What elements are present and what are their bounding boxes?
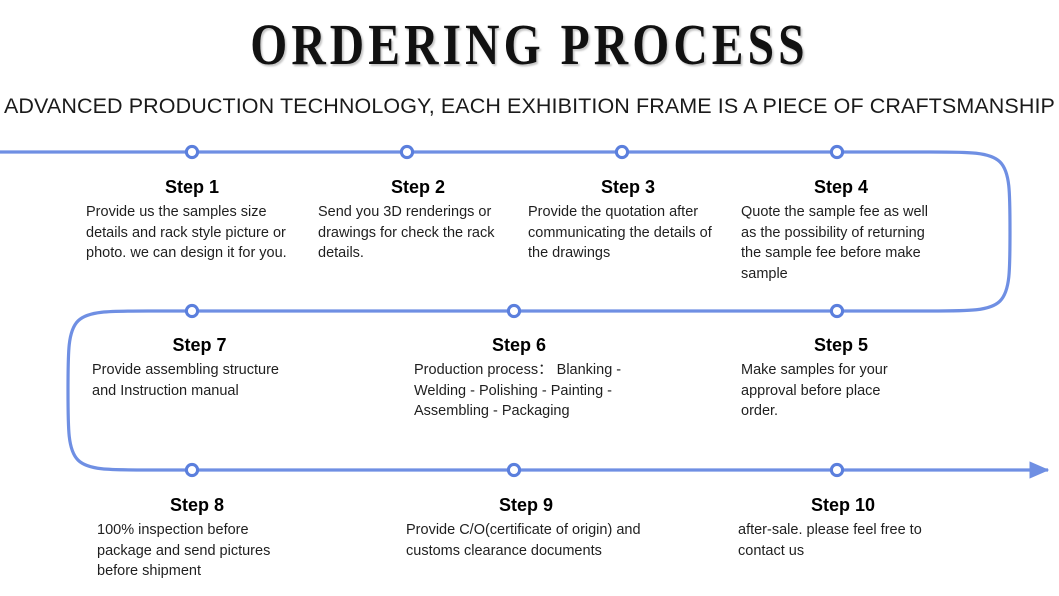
- step-description: 100% inspection before package and send …: [97, 520, 297, 582]
- step-block-step-4: Step 4 Quote the sample fee as well as t…: [741, 176, 941, 284]
- step-title: Step 5: [813, 335, 869, 355]
- page-title: ORDERING PROCESS: [250, 12, 809, 77]
- step-title: Step 7: [172, 335, 227, 355]
- flow-node-step-10[interactable]: [829, 462, 845, 478]
- step-block-step-10: Step 10 after-sale. please feel free to …: [738, 494, 948, 561]
- step-desc-line: Send you 3D renderings or: [318, 204, 492, 220]
- step-desc-line: Provide us the samples size: [86, 204, 267, 220]
- step-block-step-2: Step 2 Send you 3D renderings or drawing…: [318, 176, 518, 264]
- step-desc-line: Welding - Polishing - Painting -: [414, 382, 612, 399]
- step-title: Step 4: [813, 177, 869, 197]
- flow-node-step-9[interactable]: [506, 462, 522, 478]
- step-desc-line: 100% inspection before: [97, 522, 249, 538]
- step-description: Production process： Blanking - Welding -…: [414, 360, 624, 422]
- step-description: Send you 3D renderings or drawings for c…: [318, 202, 518, 264]
- step-desc-line: and Instruction manual: [92, 382, 239, 399]
- step-description: Quote the sample fee as well as the poss…: [741, 202, 941, 284]
- flow-node-step-4[interactable]: [829, 144, 845, 160]
- step-block-step-1: Step 1 Provide us the samples size detai…: [86, 176, 298, 264]
- step-desc-line: communicating the details of: [528, 224, 712, 241]
- step-desc-line: the drawings: [528, 245, 611, 261]
- step-desc-line: before shipment: [97, 563, 201, 579]
- step-desc-line: contact us: [738, 542, 805, 559]
- step-description: Provide C/O(certificate of origin) and c…: [406, 520, 646, 561]
- flow-node-step-8[interactable]: [184, 462, 200, 478]
- step-block-step-5: Step 5 Make samples for your approval be…: [741, 334, 941, 422]
- step-desc-line: order.: [741, 403, 779, 419]
- page-subtitle: ADVANCED PRODUCTION TECHNOLOGY, EACH EXH…: [3, 94, 1056, 118]
- step-description: Provide us the samples size details and …: [86, 202, 298, 264]
- step-description: Make samples for your approval before pl…: [741, 360, 941, 422]
- step-block-step-7: Step 7 Provide assembling structure and …: [92, 334, 307, 401]
- step-title: Step 9: [498, 495, 554, 515]
- step-desc-line: Production process： Blanking -: [414, 362, 622, 378]
- flow-node-step-7[interactable]: [184, 303, 200, 319]
- step-desc-line: Provide assembling structure: [92, 362, 279, 378]
- step-description: Provide assembling structure and Instruc…: [92, 360, 307, 401]
- step-title: Step 2: [390, 177, 446, 197]
- step-title: Step 3: [600, 177, 656, 197]
- step-title: Step 1: [164, 177, 220, 197]
- step-desc-line: Make samples for your: [741, 362, 888, 378]
- flow-node-step-1[interactable]: [184, 144, 200, 160]
- step-desc-line: Provide C/O(certificate of origin) and: [406, 522, 641, 538]
- step-desc-line: Assembling - Packaging: [414, 403, 570, 419]
- step-desc-line: Provide the quotation after: [528, 204, 699, 220]
- step-description: Provide the quotation after communicatin…: [528, 202, 728, 264]
- step-desc-line: drawings for check the rack: [318, 224, 495, 241]
- step-block-step-3: Step 3 Provide the quotation after commu…: [528, 176, 728, 264]
- step-title: Step 10: [810, 495, 876, 515]
- step-block-step-6: Step 6 Production process： Blanking - We…: [414, 334, 624, 422]
- step-title: Step 8: [169, 495, 225, 515]
- flow-node-step-3[interactable]: [614, 144, 630, 160]
- step-desc-line: after-sale. please feel free to: [738, 522, 922, 538]
- step-desc-line: the sample fee before make: [741, 245, 921, 261]
- step-block-step-9: Step 9 Provide C/O(certificate of origin…: [406, 494, 646, 561]
- step-desc-line: approval before place: [741, 382, 881, 399]
- step-desc-line: as the possibility of returning: [741, 224, 925, 241]
- flow-node-step-2[interactable]: [399, 144, 415, 160]
- step-title: Step 6: [491, 335, 547, 355]
- step-desc-line: details.: [318, 245, 364, 261]
- flow-node-step-5[interactable]: [829, 303, 845, 319]
- flow-node-step-6[interactable]: [506, 303, 522, 319]
- step-desc-line: photo. we can design it for you.: [86, 245, 287, 261]
- step-desc-line: sample: [741, 265, 788, 282]
- step-block-step-8: Step 8 100% inspection before package an…: [97, 494, 297, 582]
- step-desc-line: customs clearance documents: [406, 542, 602, 559]
- step-desc-line: Quote the sample fee as well: [741, 204, 928, 220]
- step-desc-line: package and send pictures: [97, 542, 271, 559]
- step-description: after-sale. please feel free to contact …: [738, 520, 948, 561]
- step-desc-line: details and rack style picture or: [86, 224, 286, 241]
